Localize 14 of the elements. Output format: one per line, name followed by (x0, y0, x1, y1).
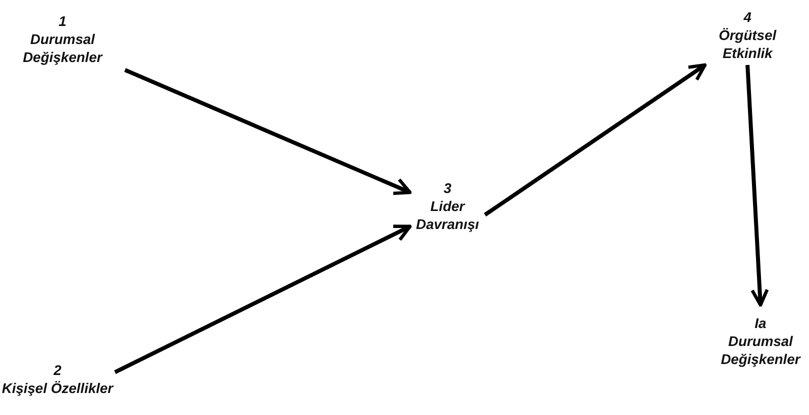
arrow (124, 68, 412, 196)
node-number: 3 (444, 179, 452, 197)
node-number: Ia (754, 314, 766, 332)
node-label: Örgütsel Etkinlik (718, 26, 778, 62)
node-number: 1 (58, 12, 66, 30)
node-number: 4 (744, 8, 752, 26)
arrow (114, 224, 412, 374)
arrow (484, 63, 707, 216)
arrow (746, 64, 769, 307)
node-label: Lider Davranışı (414, 197, 480, 233)
node-label: Durumsal Değişkenler (22, 30, 104, 66)
node-number: 2 (54, 361, 62, 379)
node-label: Durumsal Değişkenler (720, 332, 802, 368)
node-label: Kişişel Özellikler (2, 379, 114, 397)
